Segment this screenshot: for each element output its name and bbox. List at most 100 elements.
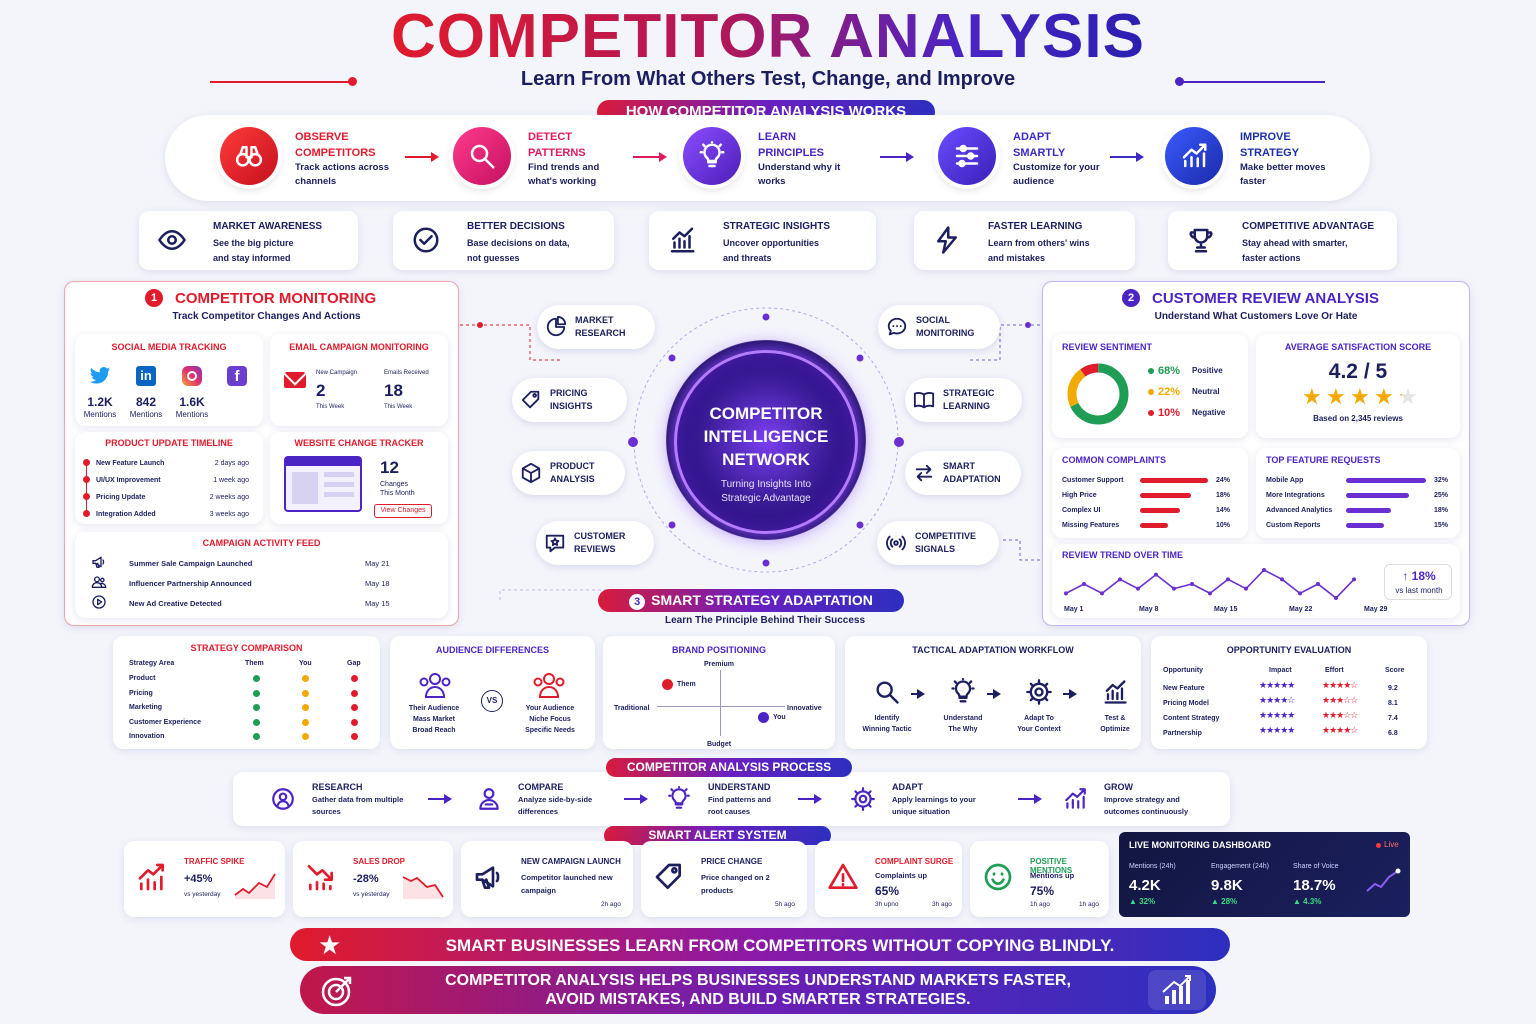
- view-changes-button[interactable]: View Changes: [374, 504, 432, 518]
- linkedin-icon[interactable]: in: [136, 366, 156, 386]
- workflow-step-label: Test &Optimize: [1100, 715, 1130, 733]
- opportunity-header: Score: [1385, 667, 1405, 674]
- alert-note: vs yesterday: [184, 891, 221, 898]
- sentiment-slice: [1067, 363, 1129, 425]
- positioning-bottom-label: Budget: [706, 741, 732, 748]
- arrow-icon: [633, 152, 667, 162]
- star-fill: ★: [1326, 386, 1346, 408]
- alert-system-label: SMART ALERT SYSTEM: [604, 826, 831, 845]
- trend-point: [1316, 582, 1320, 586]
- comparison-status-dot: [351, 733, 358, 740]
- live-metric-change: ▲ 32%: [1129, 897, 1156, 906]
- website-changes-period: This Month: [380, 490, 415, 497]
- trend-x-label: May 29: [1364, 606, 1388, 613]
- opportunity-header: Impact: [1269, 667, 1292, 674]
- trend-point: [1118, 577, 1122, 582]
- benefit-description: Base decisions on data,not guesses: [467, 238, 570, 263]
- trend-point: [1334, 596, 1338, 600]
- comparison-status-dot: [253, 689, 260, 697]
- satisfaction-stars: ★★★★★★★★★★: [1302, 386, 1422, 408]
- alert-value: 65%: [875, 884, 900, 898]
- facebook-icon[interactable]: f: [227, 366, 247, 386]
- twitter-icon[interactable]: [89, 366, 111, 386]
- reviews-subtitle: Understand What Customers Love Or Hate: [1154, 311, 1358, 322]
- alert-title: NEW CAMPAIGN LAUNCH: [521, 857, 621, 866]
- requests-pct: 32%: [1434, 477, 1449, 484]
- comparison-row-name: Customer Experience: [129, 718, 201, 726]
- new-campaign-label: New Campaign: [316, 370, 358, 376]
- live-metric-label: Engagement (24h): [1211, 863, 1269, 870]
- alert-note: vs yesterday: [353, 891, 390, 898]
- megaphone-icon: [473, 861, 505, 898]
- alert-card[interactable]: TRAFFIC SPIKE+45%vs yesterday: [124, 841, 285, 917]
- website-changes-value: 12: [380, 458, 399, 477]
- comparison-status-dot: [302, 704, 309, 711]
- live-metric-value: 18.7%: [1293, 877, 1336, 894]
- instagram-label: Mentions: [175, 410, 209, 419]
- comparison-status-dot: [302, 718, 309, 726]
- arrow-icon: [911, 689, 925, 699]
- star-icon: ★★: [1350, 384, 1370, 409]
- opportunity-name: Partnership: [1163, 730, 1202, 737]
- lightbulb-icon: [949, 678, 977, 711]
- monitoring-subtitle: Track Competitor Changes And Actions: [172, 311, 361, 322]
- timeline-dot: [83, 510, 90, 517]
- footer-banner-1-text: SMART BUSINESSES LEARN FROM COMPETITORS …: [445, 936, 1115, 955]
- compare-icon: [476, 786, 502, 817]
- review-icon: [536, 532, 574, 554]
- bar-chart-icon: [667, 225, 697, 260]
- comparison-row-name: Innovation: [129, 733, 165, 740]
- alert-card[interactable]: SALES DROP-28%vs yesterday: [293, 841, 453, 917]
- title-divider-left: [210, 81, 355, 83]
- sentiment-title: REVIEW SENTIMENT: [1062, 342, 1153, 352]
- trend-x-label: May 1: [1064, 606, 1084, 613]
- trend-x-label: May 22: [1289, 606, 1313, 613]
- comparison-status-dot: [253, 718, 260, 726]
- trend-point: [1136, 586, 1140, 591]
- comparison-header: You: [299, 660, 312, 667]
- instagram-icon[interactable]: [182, 366, 202, 386]
- feed-item-name: Influencer Partnership Announced: [129, 579, 252, 588]
- timeline-item-time: 2 days ago: [214, 460, 249, 467]
- trend-point: [1262, 568, 1266, 572]
- timeline-dot: [83, 459, 90, 466]
- requests-pct: 15%: [1434, 522, 1449, 529]
- timeline-item-time: 1 week ago: [213, 477, 249, 484]
- comparison-header: Gap: [347, 660, 361, 667]
- star-icon: ★: [318, 930, 342, 960]
- alert-value: 75%: [1030, 884, 1055, 898]
- alert-time: 2h ago: [601, 901, 621, 908]
- alert-sub: 3h upno: [875, 901, 899, 908]
- comparison-status-dot: [351, 675, 358, 682]
- alert-title: SALES DROP: [353, 857, 406, 866]
- trend-x-label: May 15: [1214, 606, 1238, 613]
- monitoring-number-badge: 1: [145, 289, 163, 307]
- effort-stars: ★★★★☆: [1322, 725, 1358, 735]
- live-metric-label: Mentions (24h): [1129, 863, 1176, 870]
- feed-item-date: May 21: [365, 559, 390, 568]
- trend-point: [1298, 591, 1302, 596]
- reviews-title: CUSTOMER REVIEW ANALYSIS: [1152, 290, 1379, 307]
